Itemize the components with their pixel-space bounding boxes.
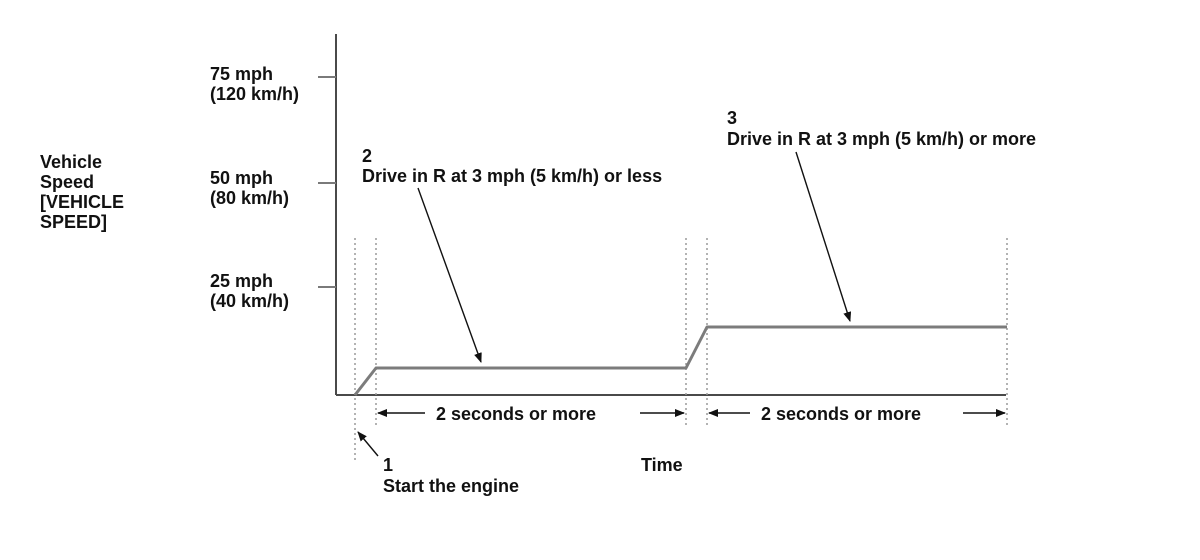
y-axis-label-line: Speed bbox=[40, 172, 94, 192]
step-2-number: 2 bbox=[362, 146, 372, 166]
interval-2-label: 2 seconds or more bbox=[761, 404, 921, 424]
step-1-text: Start the engine bbox=[383, 476, 519, 496]
y-axis-label-line: SPEED] bbox=[40, 212, 107, 232]
y-axis-label-line: Vehicle bbox=[40, 152, 102, 172]
step-3-text: Drive in R at 3 mph (5 km/h) or more bbox=[727, 129, 1036, 149]
x-axis-label: Time bbox=[641, 455, 683, 475]
step-3-pointer-arrow bbox=[795, 151, 852, 322]
y-tick-label-120kmh: (120 km/h) bbox=[210, 84, 299, 104]
step-2-pointer-arrow bbox=[417, 187, 482, 363]
y-tick-label-40kmh: (40 km/h) bbox=[210, 291, 289, 311]
y-axis-label-line: [VEHICLE bbox=[40, 192, 124, 212]
y-tick-label-80kmh: (80 km/h) bbox=[210, 188, 289, 208]
y-tick-label-25: 25 mph bbox=[210, 271, 273, 291]
step-2-text: Drive in R at 3 mph (5 km/h) or less bbox=[362, 166, 662, 186]
step-1-pointer-arrow bbox=[357, 431, 379, 457]
y-tick-label-50: 50 mph bbox=[210, 168, 273, 188]
step-1-number: 1 bbox=[383, 455, 393, 475]
speed-profile-line bbox=[353, 325, 1007, 396]
interval-1-label: 2 seconds or more bbox=[436, 404, 596, 424]
step-3-number: 3 bbox=[727, 108, 737, 128]
y-axis-label: Vehicle Speed [VEHICLE SPEED] bbox=[40, 152, 129, 232]
y-tick-label-75: 75 mph bbox=[210, 64, 273, 84]
